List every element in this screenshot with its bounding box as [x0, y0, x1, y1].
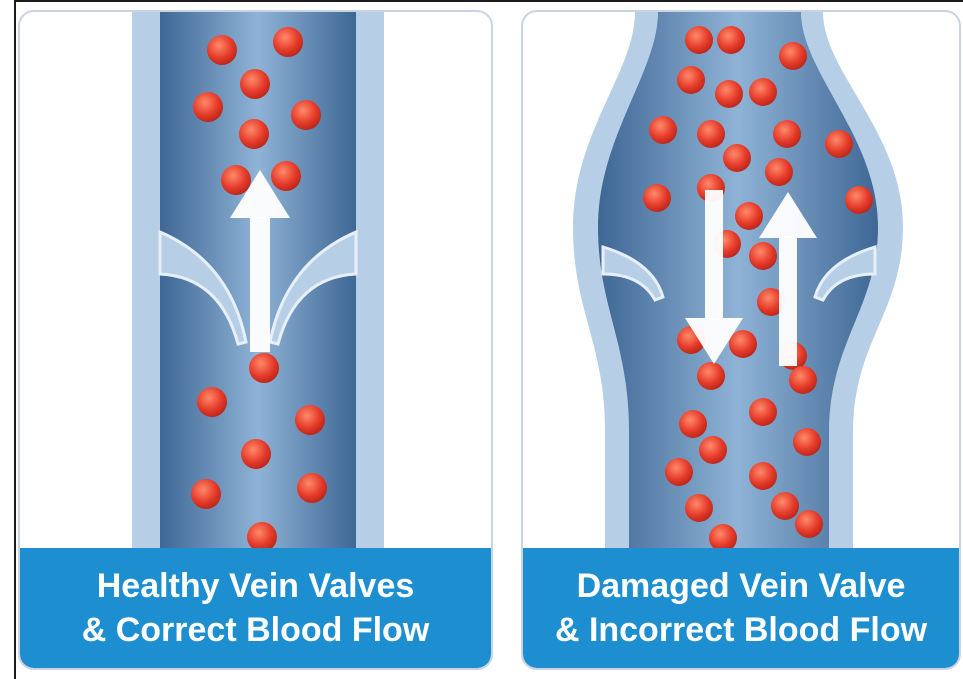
- blood-cell: [291, 100, 321, 130]
- damaged-caption: Damaged Vein Valve & Incorrect Blood Flo…: [523, 548, 959, 668]
- blood-cell: [793, 428, 821, 456]
- healthy-caption-line-2: & Correct Blood Flow: [82, 608, 430, 652]
- blood-cell: [699, 436, 727, 464]
- blood-cell: [197, 387, 227, 417]
- blood-cell: [749, 242, 777, 270]
- blood-cell: [665, 458, 693, 486]
- blood-cell: [773, 120, 801, 148]
- blood-cell: [825, 130, 853, 158]
- blood-cell: [771, 492, 799, 520]
- blood-cell: [749, 78, 777, 106]
- blood-cell: [715, 80, 743, 108]
- blood-cell: [271, 161, 301, 191]
- blood-cell: [749, 462, 777, 490]
- healthy-caption: Healthy Vein Valves & Correct Blood Flow: [20, 548, 491, 668]
- blood-cell: [723, 144, 751, 172]
- blood-cell: [191, 479, 221, 509]
- blood-cell: [845, 186, 873, 214]
- blood-cell: [735, 202, 763, 230]
- blood-cell: [697, 362, 725, 390]
- damaged-vein-panel: Damaged Vein Valve & Incorrect Blood Flo…: [521, 10, 961, 670]
- blood-cell: [239, 119, 269, 149]
- blood-cell: [795, 510, 823, 538]
- blood-cell: [685, 26, 713, 54]
- blood-cell: [779, 42, 807, 70]
- blood-cell: [207, 35, 237, 65]
- damaged-caption-line-2: & Incorrect Blood Flow: [555, 608, 927, 652]
- blood-cell: [273, 27, 303, 57]
- top-border-line: [14, 0, 963, 2]
- blood-cell: [697, 120, 725, 148]
- blood-cell: [297, 473, 327, 503]
- blood-cell: [249, 353, 279, 383]
- blood-cell: [649, 116, 677, 144]
- blood-cell: [765, 158, 793, 186]
- left-border-line: [14, 0, 16, 679]
- blood-cell: [193, 92, 223, 122]
- blood-cell: [241, 439, 271, 469]
- blood-cell: [677, 66, 705, 94]
- blood-cell: [729, 330, 757, 358]
- blood-cell: [643, 184, 671, 212]
- damaged-caption-line-1: Damaged Vein Valve: [577, 564, 906, 608]
- blood-cell: [749, 398, 777, 426]
- healthy-vein-panel: Healthy Vein Valves & Correct Blood Flow: [18, 10, 493, 670]
- blood-cell: [685, 494, 713, 522]
- blood-cell: [295, 405, 325, 435]
- blood-cell: [679, 410, 707, 438]
- blood-cell: [240, 69, 270, 99]
- blood-cell: [717, 26, 745, 54]
- blood-cell: [789, 366, 817, 394]
- healthy-caption-line-1: Healthy Vein Valves: [97, 564, 415, 608]
- blood-cell: [221, 165, 251, 195]
